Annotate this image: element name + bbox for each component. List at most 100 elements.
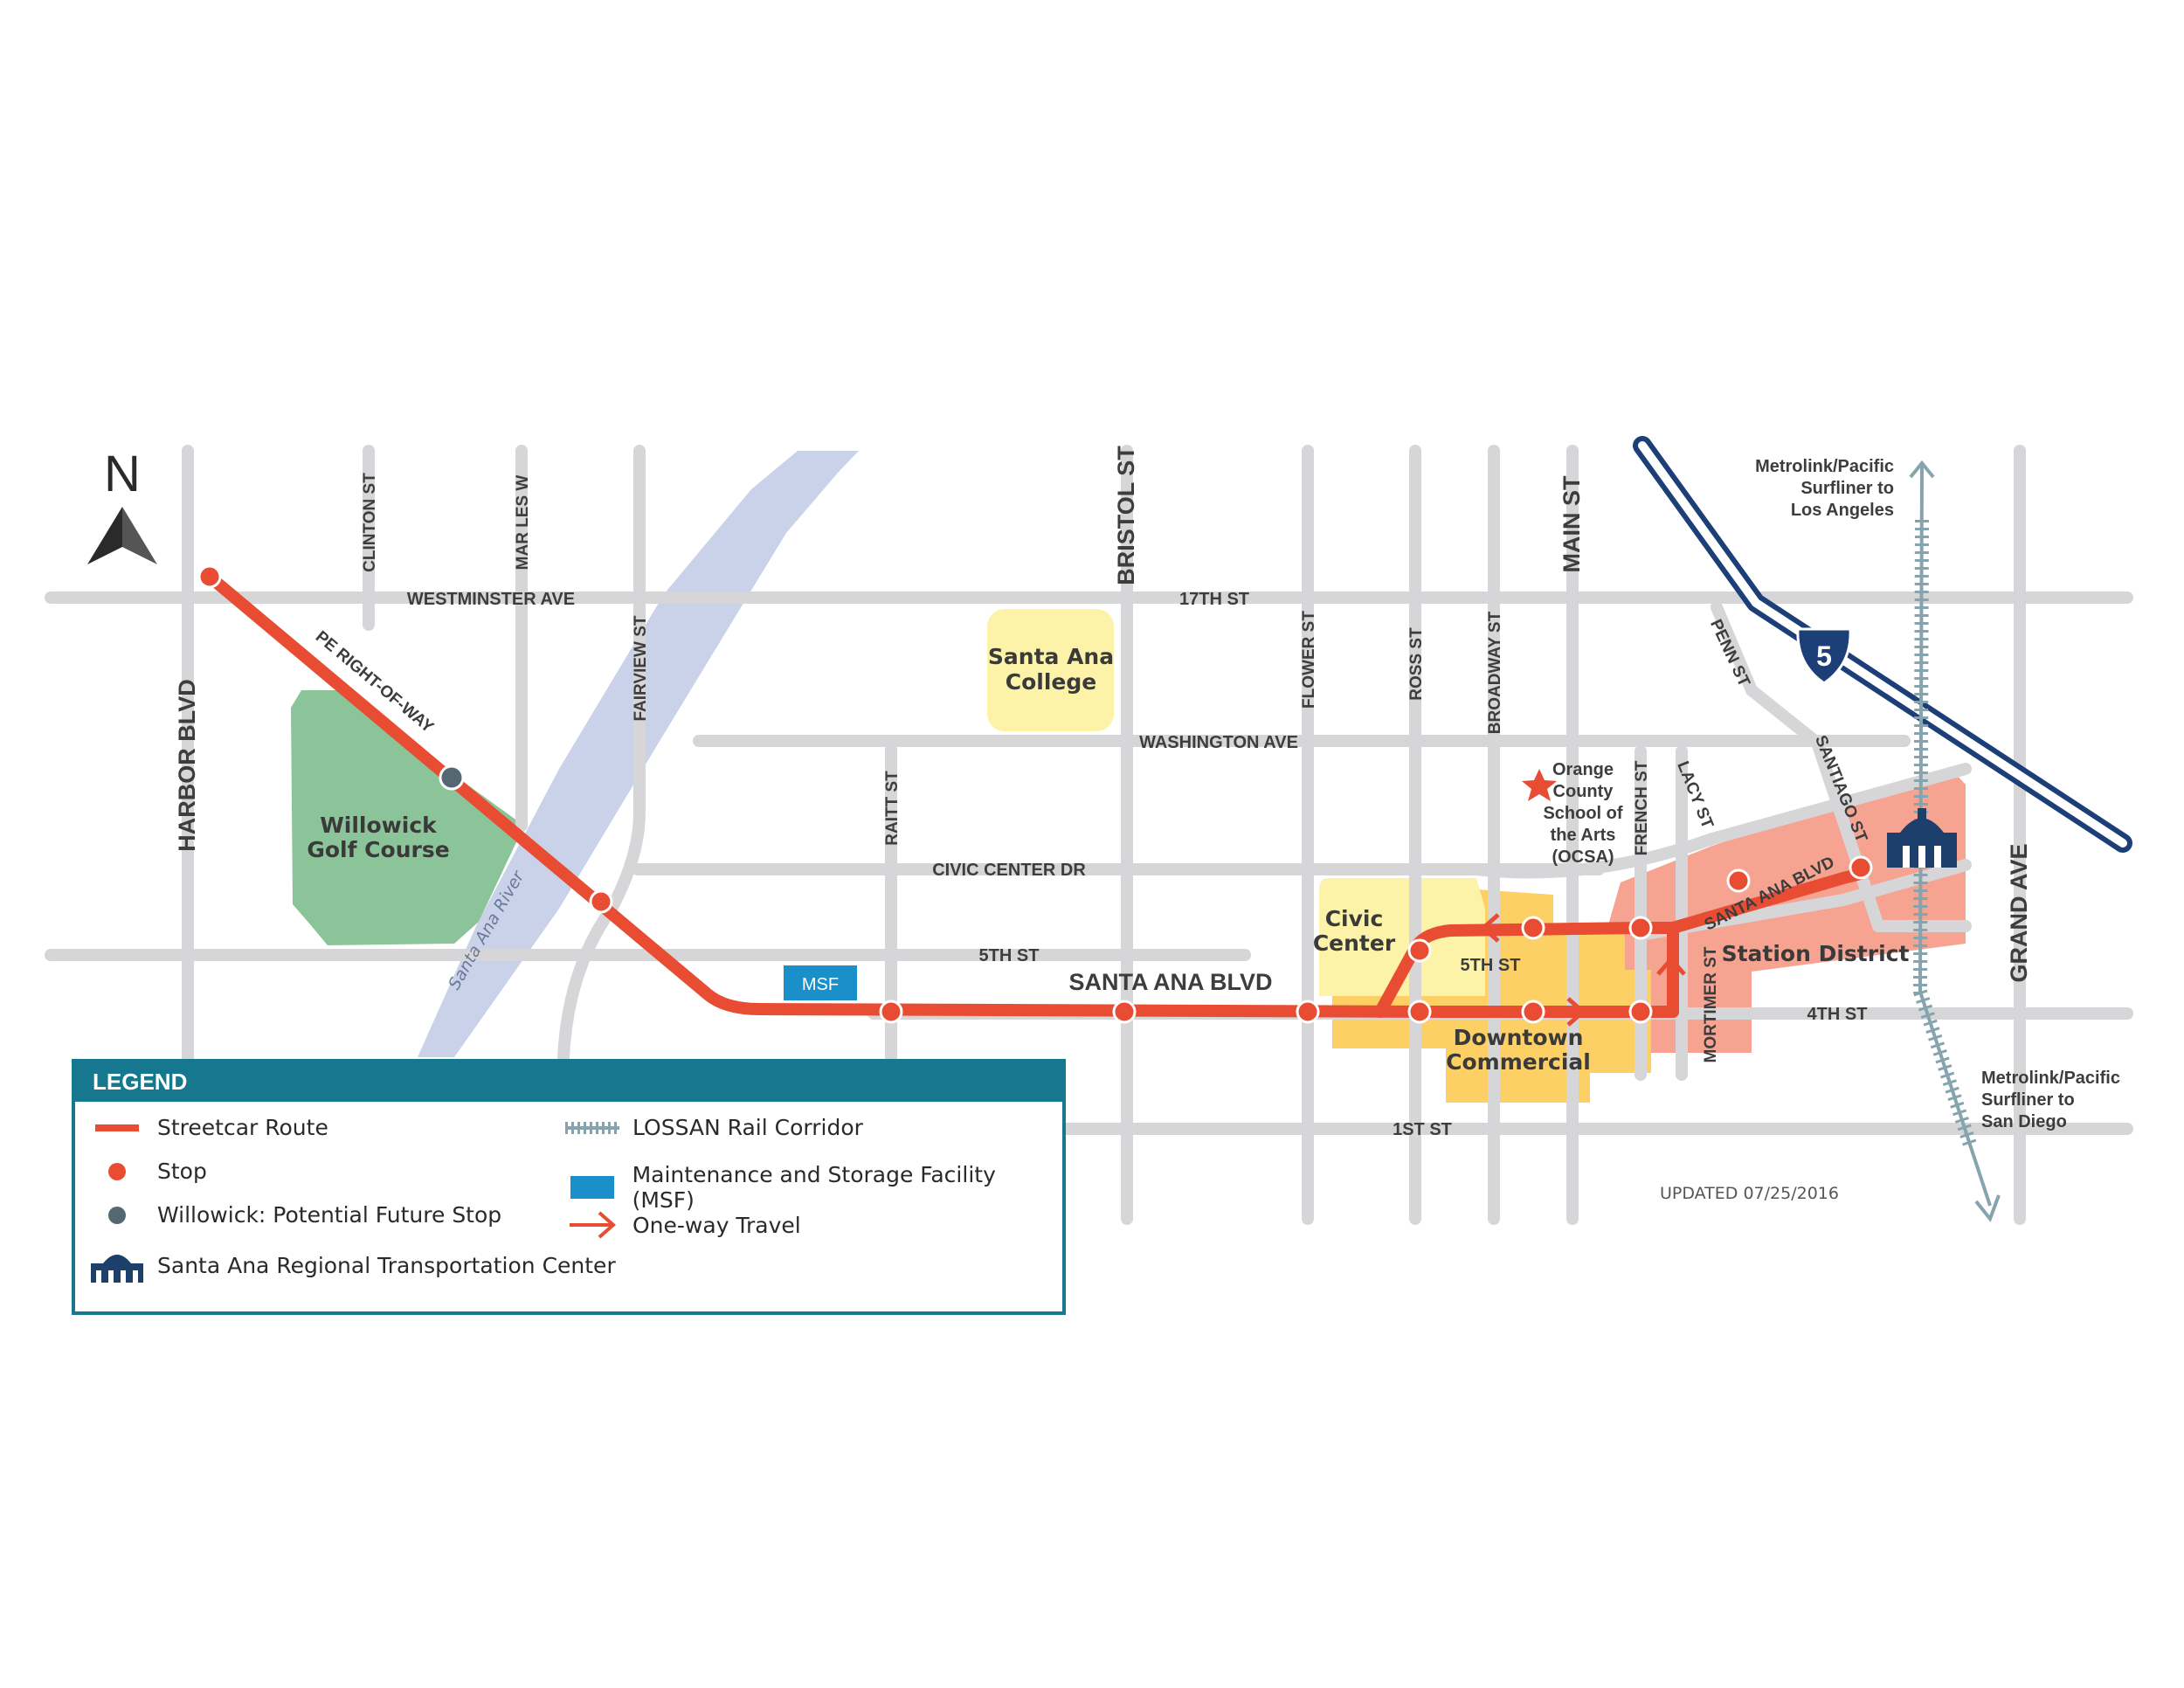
label-broadway: BROADWAY ST bbox=[1486, 611, 1504, 734]
stop-ross-4th[interactable] bbox=[1407, 1000, 1432, 1024]
label-flower: FLOWER ST bbox=[1300, 611, 1318, 709]
ocsa-line-1: Orange bbox=[1552, 760, 1614, 779]
stop-raitt[interactable] bbox=[879, 1000, 903, 1024]
legend-transit-center-label: Santa Ana Regional Transportation Center bbox=[157, 1252, 616, 1278]
label-downtown-2: Commercial bbox=[1446, 1049, 1591, 1075]
stops-layer bbox=[197, 564, 1873, 1024]
label-westminster: WESTMINSTER AVE bbox=[407, 590, 575, 609]
label-clinton: CLINTON ST bbox=[361, 473, 379, 572]
i5-shield-label: 5 bbox=[1816, 640, 1832, 672]
stop-french-4th[interactable] bbox=[1628, 1000, 1653, 1024]
legend-future-stop-label: Willowick: Potential Future Stop bbox=[157, 1202, 502, 1228]
label-5th-west: 5TH ST bbox=[979, 946, 1040, 965]
msf-icon bbox=[564, 1176, 620, 1199]
msf-label: MSF bbox=[802, 975, 839, 994]
metrolink-south-line-2: Surfliner to bbox=[1981, 1090, 2075, 1110]
metrolink-south-line-1: Metrolink/Pacific bbox=[1981, 1069, 2120, 1088]
legend-title: LEGEND bbox=[75, 1062, 1062, 1102]
one-way-arrow-icon bbox=[564, 1209, 620, 1241]
ocsa-line-3: School of bbox=[1543, 804, 1622, 823]
one-way-arrow-west bbox=[1480, 913, 1500, 943]
label-fairview: FAIRVIEW ST bbox=[632, 615, 650, 721]
future-stop-icon bbox=[89, 1206, 145, 1224]
label-downtown-1: Downtown bbox=[1454, 1025, 1584, 1050]
label-ross: ROSS ST bbox=[1407, 627, 1426, 701]
legend-rail-corridor: LOSSAN Rail Corridor bbox=[564, 1115, 863, 1140]
one-way-arrow-north bbox=[1656, 956, 1686, 976]
civic-center-drive-east bbox=[1470, 763, 1972, 879]
label-5th-east: 5TH ST bbox=[1461, 956, 1521, 975]
streetcar-route-icon bbox=[89, 1124, 145, 1131]
metrolink-south-line-3: San Diego bbox=[1981, 1112, 2067, 1131]
legend-msf-label: Maintenance and Storage Facility (MSF) bbox=[632, 1162, 996, 1213]
willowick-golf-course-area bbox=[291, 690, 524, 945]
label-station-district: Station District bbox=[1722, 941, 1910, 966]
stop-santa-ana-blvd[interactable] bbox=[1726, 868, 1751, 893]
stop-sartc[interactable] bbox=[1849, 855, 1873, 880]
rail-corridor-icon bbox=[564, 1121, 620, 1134]
label-main: MAIN ST bbox=[1559, 475, 1585, 573]
label-harbor: HARBOR BLVD bbox=[174, 679, 200, 852]
transit-center-icon bbox=[1887, 808, 1957, 868]
label-civic-center-dr: CIVIC CENTER DR bbox=[932, 861, 1086, 880]
label-french: FRENCH ST bbox=[1633, 760, 1651, 855]
stop-fairview[interactable] bbox=[589, 889, 613, 914]
stop-broadway-4th[interactable] bbox=[1521, 1000, 1545, 1024]
legend-stop: Stop bbox=[89, 1159, 207, 1184]
legend: LEGEND Streetcar Route Stop Willowick: P… bbox=[72, 1059, 1066, 1315]
legend-rail-corridor-label: LOSSAN Rail Corridor bbox=[632, 1115, 863, 1140]
label-grand: GRAND AVE bbox=[2006, 843, 2032, 982]
metrolink-north-line-1: Metrolink/Pacific bbox=[1755, 457, 1894, 476]
stop-broadway-5th[interactable] bbox=[1521, 916, 1545, 940]
updated-date: UPDATED 07/25/2016 bbox=[1660, 1184, 1839, 1203]
stop-flower[interactable] bbox=[1296, 1000, 1320, 1024]
label-4th: 4TH ST bbox=[1807, 1005, 1868, 1024]
legend-streetcar-route-label: Streetcar Route bbox=[157, 1115, 328, 1140]
stop-bristol[interactable] bbox=[1112, 1000, 1137, 1024]
street-grid bbox=[45, 445, 2133, 1225]
i5-shield-icon: 5 bbox=[1796, 627, 1852, 685]
legend-stop-label: Stop bbox=[157, 1159, 207, 1184]
label-college-1: Santa Ana bbox=[988, 644, 1114, 669]
north-arrow-icon bbox=[87, 507, 157, 564]
stop-icon bbox=[89, 1162, 145, 1180]
ocsa-star-icon bbox=[1522, 769, 1557, 801]
legend-one-way: One-way Travel bbox=[564, 1209, 801, 1241]
ocsa-line-2: County bbox=[1553, 782, 1614, 801]
santa-ana-college-area bbox=[987, 609, 1114, 731]
label-civic-2: Center bbox=[1313, 930, 1396, 956]
legend-msf: Maintenance and Storage Facility (MSF) bbox=[564, 1162, 1062, 1213]
legend-future-stop: Willowick: Potential Future Stop bbox=[89, 1202, 501, 1228]
label-17th: 17TH ST bbox=[1179, 590, 1249, 609]
transit-center-legend-icon bbox=[89, 1248, 145, 1283]
lossan-rail-corridor bbox=[1909, 460, 2001, 1223]
label-santa-ana-blvd: SANTA ANA BLVD bbox=[1069, 969, 1273, 995]
stop-ross-5th[interactable] bbox=[1407, 938, 1432, 963]
civic-center-area bbox=[1319, 878, 1485, 996]
label-marlesw: MAR LES W bbox=[514, 475, 532, 571]
label-civic-1: Civic bbox=[1325, 906, 1384, 931]
msf-box bbox=[784, 965, 857, 1000]
label-golf-1: Willowick bbox=[320, 813, 438, 838]
stop-harbor[interactable] bbox=[197, 564, 222, 589]
label-golf-2: Golf Course bbox=[307, 837, 449, 862]
legend-streetcar-route: Streetcar Route bbox=[89, 1115, 328, 1140]
one-way-arrow-east bbox=[1566, 997, 1586, 1027]
stop-willowick-future[interactable] bbox=[439, 764, 465, 791]
label-raitt: RAITT ST bbox=[883, 771, 902, 846]
ocsa-line-5: (OCSA) bbox=[1552, 847, 1614, 867]
label-bristol: BRISTOL ST bbox=[1113, 446, 1139, 585]
metrolink-north-line-3: Los Angeles bbox=[1791, 501, 1894, 520]
legend-one-way-label: One-way Travel bbox=[632, 1212, 801, 1238]
stop-french-5th[interactable] bbox=[1628, 916, 1653, 940]
label-college-2: College bbox=[1006, 669, 1096, 695]
north-label: N bbox=[104, 446, 141, 502]
legend-transit-center: Santa Ana Regional Transportation Center bbox=[89, 1248, 616, 1283]
metrolink-north-line-2: Surfliner to bbox=[1800, 479, 1894, 498]
label-mortimer: MORTIMER ST bbox=[1702, 946, 1720, 1062]
label-1st: 1ST ST bbox=[1393, 1120, 1452, 1139]
ocsa-line-4: the Arts bbox=[1551, 826, 1616, 845]
label-washington: WASHINGTON AVE bbox=[1139, 733, 1298, 752]
